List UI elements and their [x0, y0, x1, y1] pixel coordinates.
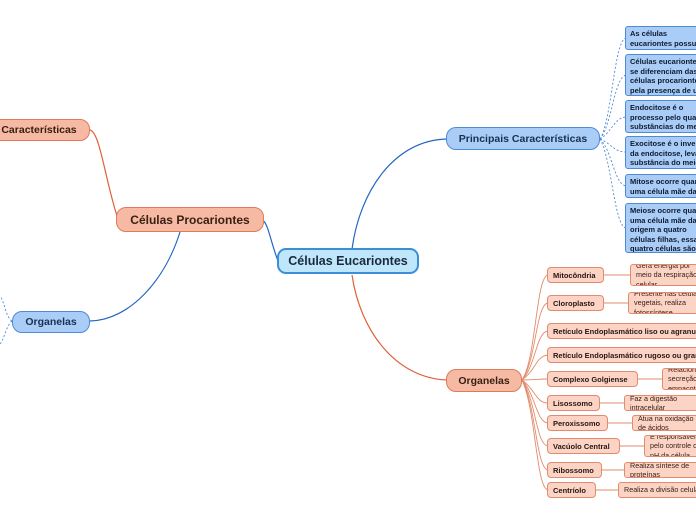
caracteristica-item[interactable]: Meiose ocorre quando uma célula mãe da o… [625, 203, 696, 253]
organela-lisossomo[interactable]: Lisossomo [547, 395, 600, 411]
connector-center-organelas [351, 274, 448, 381]
connector-org-5 [521, 378, 549, 381]
connector-carac-2 [599, 74, 627, 140]
organela-desc[interactable]: Presente nas células vegetais, realiza f… [628, 292, 696, 314]
organela-desc[interactable]: Atua na oxidação de ácidos [632, 415, 696, 431]
connector-carac-5 [599, 138, 627, 187]
connector-org-6 [521, 379, 549, 404]
organela-desc[interactable]: Realiza síntese de proteínas [624, 462, 696, 478]
topic-procariontes-caracteristicas[interactable]: Características [0, 119, 90, 141]
topic-organelas[interactable]: Organelas [446, 369, 522, 392]
organela-reticulo-rugoso[interactable]: Retículo Endoplasmático rugoso ou granul… [547, 347, 696, 363]
organela-mitocondria[interactable]: Mitocôndria [547, 267, 604, 283]
connector-org-4 [521, 354, 549, 381]
organela-ribossomo[interactable]: Ribossomo [547, 462, 602, 478]
organela-reticulo-liso[interactable]: Retículo Endoplasmático liso ou agranula… [547, 323, 696, 339]
topic-principais-caracteristicas[interactable]: Principais Características [446, 127, 600, 150]
organela-desc[interactable]: É responsável pelo controle do pH da cél… [644, 435, 696, 457]
caracteristica-item[interactable]: Exocitose é o inverso da endocitose, lev… [625, 136, 696, 169]
organela-desc[interactable]: Realiza a divisão celular [618, 482, 696, 498]
caracteristica-item[interactable]: Endocitose é o processo pelo qual substâ… [625, 100, 696, 133]
organela-complexo-golgiense[interactable]: Complexo Golgiense [547, 371, 638, 387]
organela-centriolo[interactable]: Centríolo [547, 482, 596, 498]
organela-peroxissomo[interactable]: Peroxissomo [547, 415, 608, 431]
organela-desc[interactable]: Faz a digestão intracelular [624, 395, 696, 411]
organela-vacuolo-central[interactable]: Vacúolo Central [547, 438, 620, 454]
organela-desc[interactable]: Gera energia por meio da respiração celu… [630, 264, 696, 286]
central-topic[interactable]: Células Eucariontes [277, 248, 419, 274]
topic-celulas-procariontes[interactable]: Células Procariontes [116, 207, 264, 232]
connector-org-3 [521, 330, 549, 381]
connector-carac-4 [599, 138, 627, 153]
organela-desc[interactable]: Relacionado à secreção e empacotamento [662, 368, 696, 390]
connector-org-9 [521, 379, 549, 471]
connector-carac-1 [599, 37, 627, 140]
topic-procariontes-organelas[interactable]: Organelas [12, 311, 90, 333]
connector-center-caracteristicas [351, 138, 448, 250]
caracteristica-item[interactable]: As células eucariontes possuem núcleo de… [625, 26, 696, 50]
connector-org-8 [521, 379, 549, 447]
connector-carac-6 [599, 138, 627, 229]
connector-center-procariontes [261, 219, 279, 262]
connector-org-2 [521, 302, 549, 381]
organela-cloroplasto[interactable]: Cloroplasto [547, 295, 604, 311]
connector-left-stub-1 [0, 295, 13, 322]
connector-procariontes-organelas [89, 231, 181, 322]
caracteristica-item[interactable]: Mitose ocorre quando uma célula mãe da o… [625, 174, 696, 198]
connector-org-10 [521, 379, 549, 491]
connector-org-7 [521, 379, 549, 424]
caracteristica-item[interactable]: Células eucariontes se diferenciam das c… [625, 54, 696, 96]
connector-org-1 [521, 274, 549, 381]
connector-carac-3 [599, 116, 627, 140]
connector-procariontes-caracteristicas [89, 129, 119, 220]
connector-left-stub-2 [0, 320, 13, 345]
